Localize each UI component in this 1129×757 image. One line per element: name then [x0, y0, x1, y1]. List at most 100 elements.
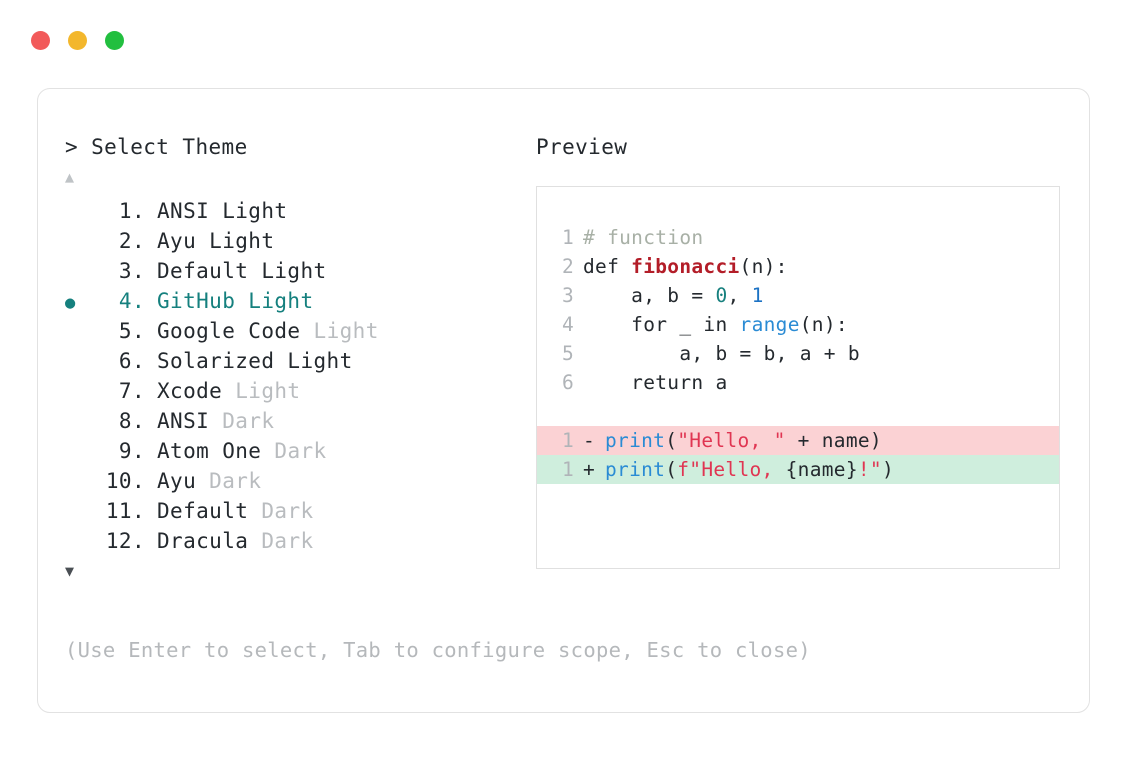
page-title: Select Theme	[91, 135, 248, 159]
theme-list-item[interactable]: 2. Ayu Light	[65, 226, 535, 256]
code-token: !"	[857, 458, 882, 481]
theme-item-index: 8.	[118, 409, 145, 433]
theme-item-index: 5.	[118, 319, 145, 343]
code-token: (n):	[739, 255, 788, 278]
theme-list-item[interactable]: 10.Ayu Dark	[65, 466, 535, 496]
diff-marker: -	[583, 429, 596, 452]
prompt-marker: >	[65, 135, 79, 159]
theme-item-variant: Dark	[248, 499, 314, 523]
theme-item-variant: Dark	[196, 469, 262, 493]
prompt-header: > Select Theme	[65, 134, 535, 160]
code-line: 3 a, b = 0, 1	[537, 281, 1059, 310]
theme-item-label: Ayu Light	[157, 229, 275, 253]
theme-list-item[interactable]: 12. Dracula Dark	[65, 526, 535, 556]
scroll-up-arrow[interactable]: ▲	[65, 168, 75, 186]
code-line-text: print(f"Hello, {name}!")	[605, 455, 894, 484]
code-line: 6 return a	[537, 368, 1059, 397]
theme-item-index: 3.	[118, 259, 145, 283]
theme-item-index: 7.	[118, 379, 145, 403]
theme-item-index: 9.	[118, 439, 145, 463]
code-line: 1# function	[537, 223, 1059, 252]
code-token: (n):	[799, 313, 848, 336]
theme-list-item[interactable]: 6. Solarized Light	[65, 346, 535, 376]
theme-list-item[interactable]: 5. Google Code Light	[65, 316, 535, 346]
theme-item-label: Xcode	[157, 379, 223, 403]
diff-line-del: 1-print("Hello, " + name)	[537, 426, 1059, 455]
line-number: 2	[561, 255, 574, 278]
theme-item-label: Default	[157, 499, 249, 523]
code-token: a, b =	[583, 284, 716, 307]
diff-marker: +	[583, 458, 596, 481]
code-token: print	[605, 458, 666, 481]
theme-list-item[interactable]: 7. Xcode Light	[65, 376, 535, 406]
line-number: 1	[561, 429, 574, 452]
theme-item-index: 12.	[105, 529, 145, 553]
code-line-text: a, b = 0, 1	[583, 281, 764, 310]
code-token: return a	[583, 371, 728, 394]
code-line-text: def fibonacci(n):	[583, 252, 788, 281]
line-number: 4	[561, 313, 574, 336]
theme-list-item[interactable]: 1. ANSI Light	[65, 196, 535, 226]
theme-item-label: ANSI	[157, 409, 210, 433]
window-titlebar	[31, 31, 124, 50]
theme-item-index: 11.	[105, 499, 145, 523]
theme-item-label: Google Code	[157, 319, 301, 343]
code-token: # function	[583, 226, 704, 249]
line-number: 5	[561, 342, 574, 365]
code-token: (	[665, 458, 678, 481]
theme-list-item[interactable]: 9. Atom One Dark	[65, 436, 535, 466]
code-token: fibonacci	[631, 255, 740, 278]
code-token: for _ in	[583, 313, 740, 336]
theme-list-column: > Select Theme ▲ 1. ANSI Light 2. Ayu Light…	[65, 134, 535, 582]
code-token: ,	[727, 284, 752, 307]
line-number: 1	[561, 458, 574, 481]
theme-item-variant: Dark	[248, 529, 314, 553]
theme-item-variant: Light	[300, 319, 379, 343]
code-token: 1	[751, 284, 764, 307]
theme-list-item[interactable]: 8. ANSI Dark	[65, 406, 535, 436]
theme-item-variant: Dark	[261, 439, 327, 463]
code-token: )	[881, 458, 895, 481]
theme-item-index: 6.	[118, 349, 145, 373]
theme-item-index: 4.	[118, 289, 145, 313]
code-token: f"Hello,	[677, 458, 786, 481]
code-line-text: a, b = b, a + b	[583, 339, 860, 368]
code-line-text: # function	[583, 223, 703, 252]
minimize-window-button[interactable]	[68, 31, 87, 50]
theme-item-index: 1.	[118, 199, 145, 223]
diff-line-add: 1 + print(f"Hello, {name}!")	[537, 455, 1059, 484]
theme-list-item[interactable]: 11. Default Dark	[65, 496, 535, 526]
code-token: + name)	[785, 429, 882, 452]
code-token: {name}	[785, 458, 858, 481]
code-line-text: print("Hello, " + name)	[605, 426, 882, 455]
preview-title: Preview	[536, 135, 628, 159]
theme-item-index: 2.	[118, 229, 145, 253]
maximize-window-button[interactable]	[105, 31, 124, 50]
theme-item-variant: Light	[222, 379, 301, 403]
code-token: 0	[715, 284, 728, 307]
code-token: range	[739, 313, 800, 336]
theme-item-label: Solarized Light	[157, 349, 353, 373]
theme-item-label: Default Light	[157, 259, 327, 283]
close-window-button[interactable]	[31, 31, 50, 50]
code-line: 2 def fibonacci(n):	[537, 252, 1059, 281]
theme-item-label: ANSI Light	[157, 199, 288, 223]
theme-item-variant: Dark	[209, 409, 275, 433]
code-line: 5 a, b = b, a + b	[537, 339, 1059, 368]
code-token: (	[665, 429, 678, 452]
theme-list-item[interactable]: ●4.GitHub Light	[65, 286, 535, 316]
code-token: "Hello, "	[677, 429, 786, 452]
scroll-down-arrow[interactable]: ▼	[65, 562, 75, 580]
code-line-text: for _ in range(n):	[583, 310, 848, 339]
theme-item-label: Dracula	[157, 529, 249, 553]
theme-item-label: Atom One	[157, 439, 262, 463]
theme-item-label: Ayu	[157, 469, 197, 493]
keyboard-hint: (Use Enter to select, Tab to configure s…	[65, 638, 811, 662]
theme-item-label: GitHub Light	[157, 289, 314, 313]
code-token: print	[605, 429, 666, 452]
theme-list-item[interactable]: 3. Default Light	[65, 256, 535, 286]
